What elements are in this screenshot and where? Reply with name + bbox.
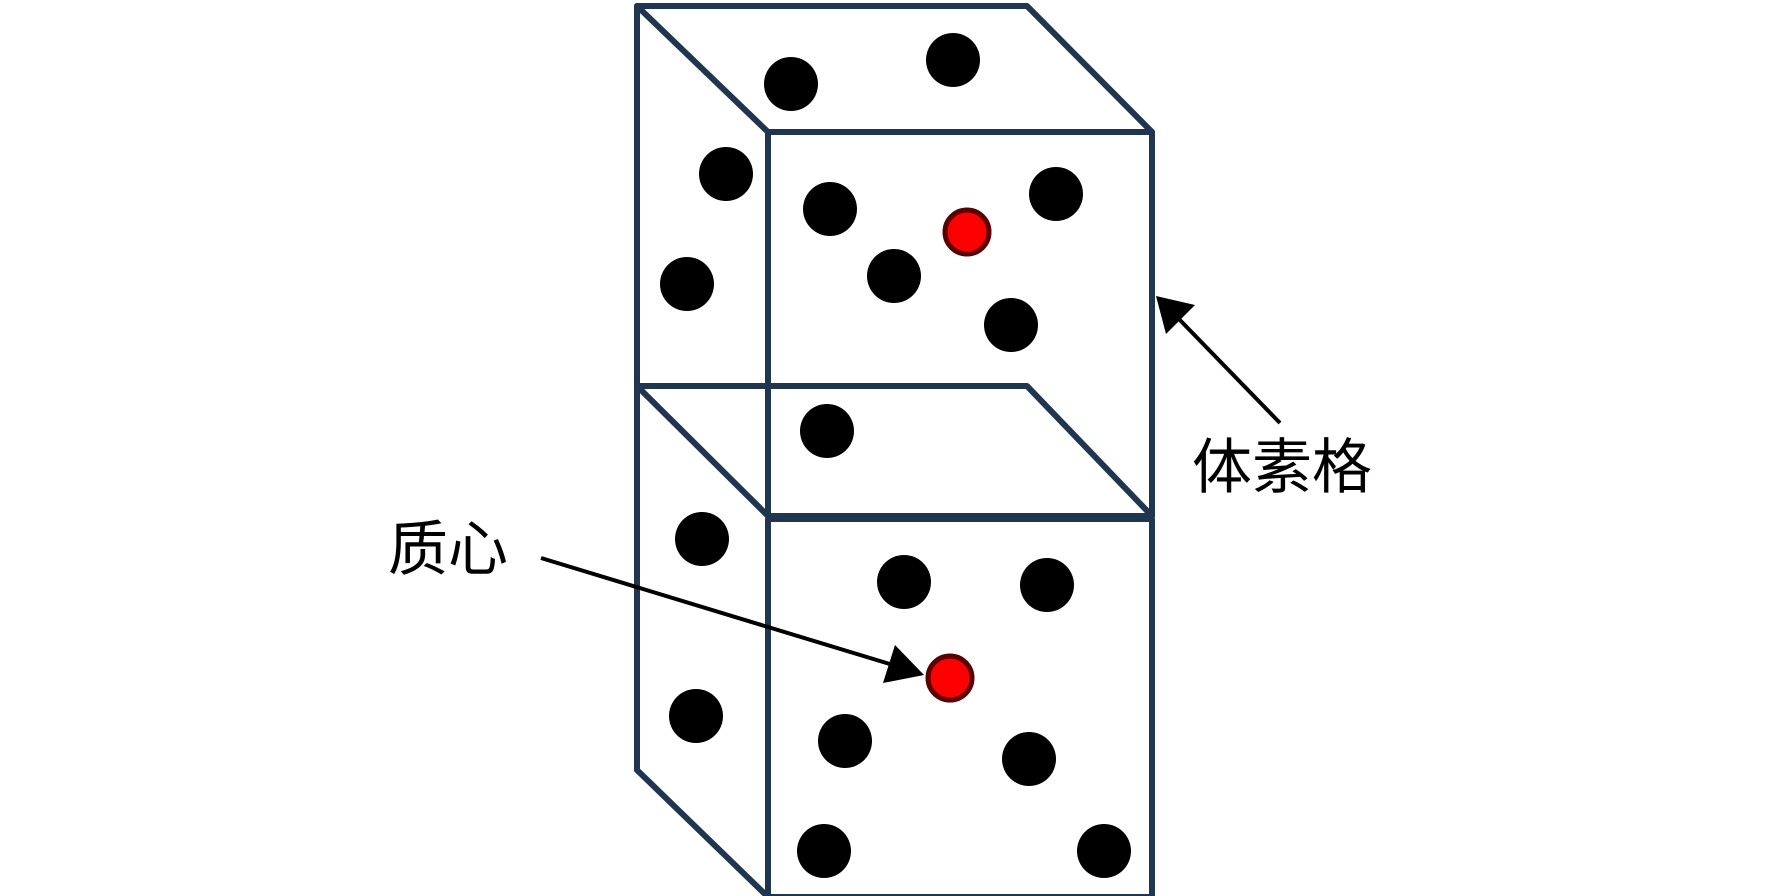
point-cloud (660, 33, 1131, 878)
centroid-arrow-shaft (540, 556, 894, 667)
lower-voxel-front-face (765, 516, 1155, 896)
point (1002, 732, 1056, 786)
point (818, 714, 872, 768)
voxel-arrow-head (1156, 296, 1195, 334)
point (800, 404, 854, 458)
centroid-arrow-head (883, 645, 924, 683)
upper-voxel-bottom-face (634, 383, 1155, 519)
point (867, 249, 921, 303)
point (797, 824, 851, 878)
voxel-arrow-shaft (1174, 314, 1282, 425)
point (1029, 167, 1083, 221)
upper-voxel-top-face (634, 3, 1155, 135)
centroid-point-lower (925, 653, 975, 703)
point (660, 257, 714, 311)
point (1077, 824, 1131, 878)
point (984, 298, 1038, 352)
point (669, 689, 723, 743)
voxel-grid-label: 体素格 (1192, 433, 1372, 503)
point (1020, 558, 1074, 612)
centroid-label: 质心 (388, 515, 508, 585)
point (699, 147, 753, 201)
point (675, 512, 729, 566)
point (877, 555, 931, 609)
point (764, 57, 818, 111)
point (803, 182, 857, 236)
point (926, 33, 980, 87)
lower-voxel-bottom-left-edge (634, 767, 771, 896)
lower-voxel (634, 383, 1155, 896)
annotation-arrows (540, 296, 1282, 683)
centroid-point-upper (942, 207, 992, 257)
centroids (925, 207, 992, 703)
